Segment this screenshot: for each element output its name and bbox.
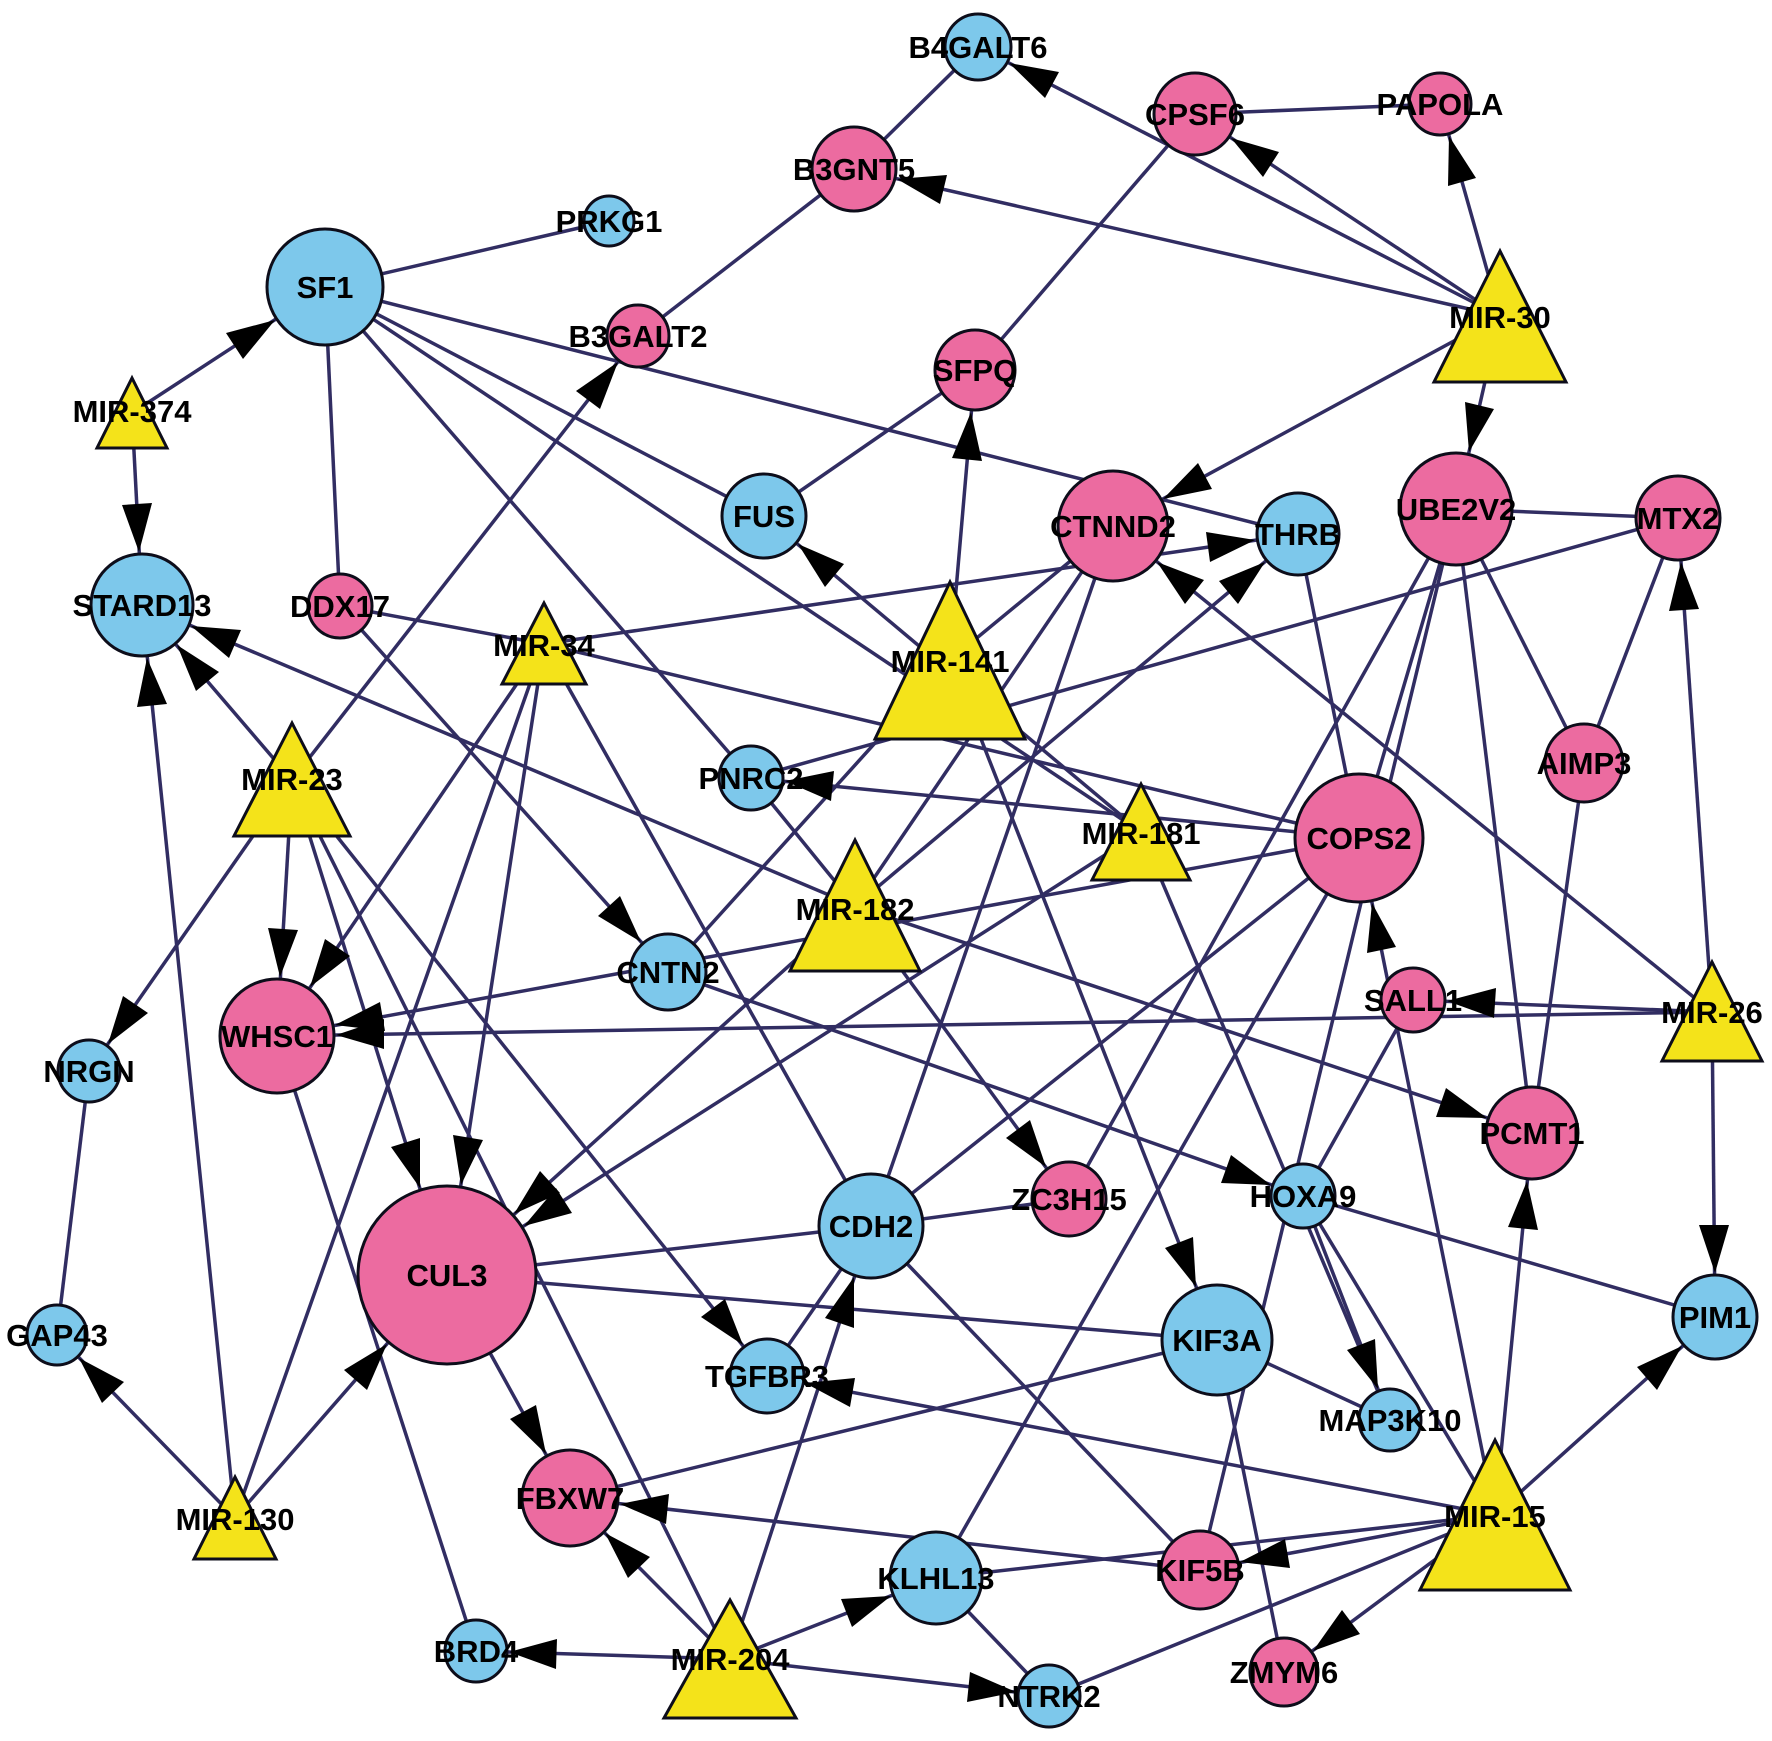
svg-text:MIR-374: MIR-374 [73,394,193,429]
svg-text:BRD4: BRD4 [434,1634,519,1669]
svg-text:WHSC1: WHSC1 [221,1019,333,1054]
svg-text:MIR-15: MIR-15 [1444,1499,1546,1534]
svg-text:MIR-141: MIR-141 [891,644,1010,679]
svg-text:SFPQ: SFPQ [933,353,1017,388]
svg-text:PAPOLA: PAPOLA [1377,87,1504,122]
svg-text:ZMYM6: ZMYM6 [1230,1655,1339,1690]
svg-text:MIR-204: MIR-204 [671,1642,791,1677]
svg-text:MAP3K10: MAP3K10 [1319,1403,1462,1438]
svg-text:NRGN: NRGN [43,1054,134,1089]
svg-text:FBXW7: FBXW7 [516,1481,625,1516]
svg-text:ZC3H15: ZC3H15 [1011,1182,1126,1217]
svg-text:SALL1: SALL1 [1364,983,1462,1018]
svg-text:CUL3: CUL3 [407,1258,488,1293]
svg-text:MIR-130: MIR-130 [176,1502,295,1537]
svg-text:DDX17: DDX17 [290,589,390,624]
svg-text:PIM1: PIM1 [1679,1300,1751,1335]
svg-text:PRKG1: PRKG1 [556,204,663,239]
svg-text:MIR-182: MIR-182 [796,892,915,927]
svg-text:KLHL13: KLHL13 [877,1561,994,1596]
svg-text:MIR-30: MIR-30 [1449,300,1551,335]
svg-text:B3GNT5: B3GNT5 [793,152,915,187]
svg-text:PNRC2: PNRC2 [698,761,803,796]
svg-text:CPSF6: CPSF6 [1145,97,1245,132]
svg-text:KIF5B: KIF5B [1155,1553,1245,1588]
svg-text:CTNND2: CTNND2 [1050,509,1176,544]
svg-text:NTRK2: NTRK2 [997,1679,1100,1714]
svg-text:MIR-23: MIR-23 [241,762,343,797]
svg-text:CDH2: CDH2 [829,1209,913,1244]
svg-text:KIF3A: KIF3A [1172,1323,1262,1358]
svg-text:FUS: FUS [733,499,795,534]
svg-text:COPS2: COPS2 [1306,821,1411,856]
svg-text:PCMT1: PCMT1 [1479,1116,1584,1151]
svg-text:HOXA9: HOXA9 [1250,1179,1357,1214]
svg-text:UBE2V2: UBE2V2 [1396,492,1517,527]
svg-text:MIR-26: MIR-26 [1661,995,1763,1030]
svg-text:AIMP3: AIMP3 [1537,746,1632,781]
svg-text:MTX2: MTX2 [1637,501,1720,536]
svg-text:B3GALT2: B3GALT2 [569,319,708,354]
svg-text:SF1: SF1 [297,270,354,305]
svg-text:B4GALT6: B4GALT6 [909,30,1048,65]
svg-text:MIR-181: MIR-181 [1082,816,1201,851]
svg-text:THRB: THRB [1255,517,1341,552]
svg-text:STARD13: STARD13 [73,588,212,623]
svg-text:TGFBR3: TGFBR3 [705,1359,829,1394]
svg-text:GAP43: GAP43 [6,1318,108,1353]
svg-text:MIR-34: MIR-34 [493,628,595,663]
svg-text:CNTN2: CNTN2 [616,955,719,990]
